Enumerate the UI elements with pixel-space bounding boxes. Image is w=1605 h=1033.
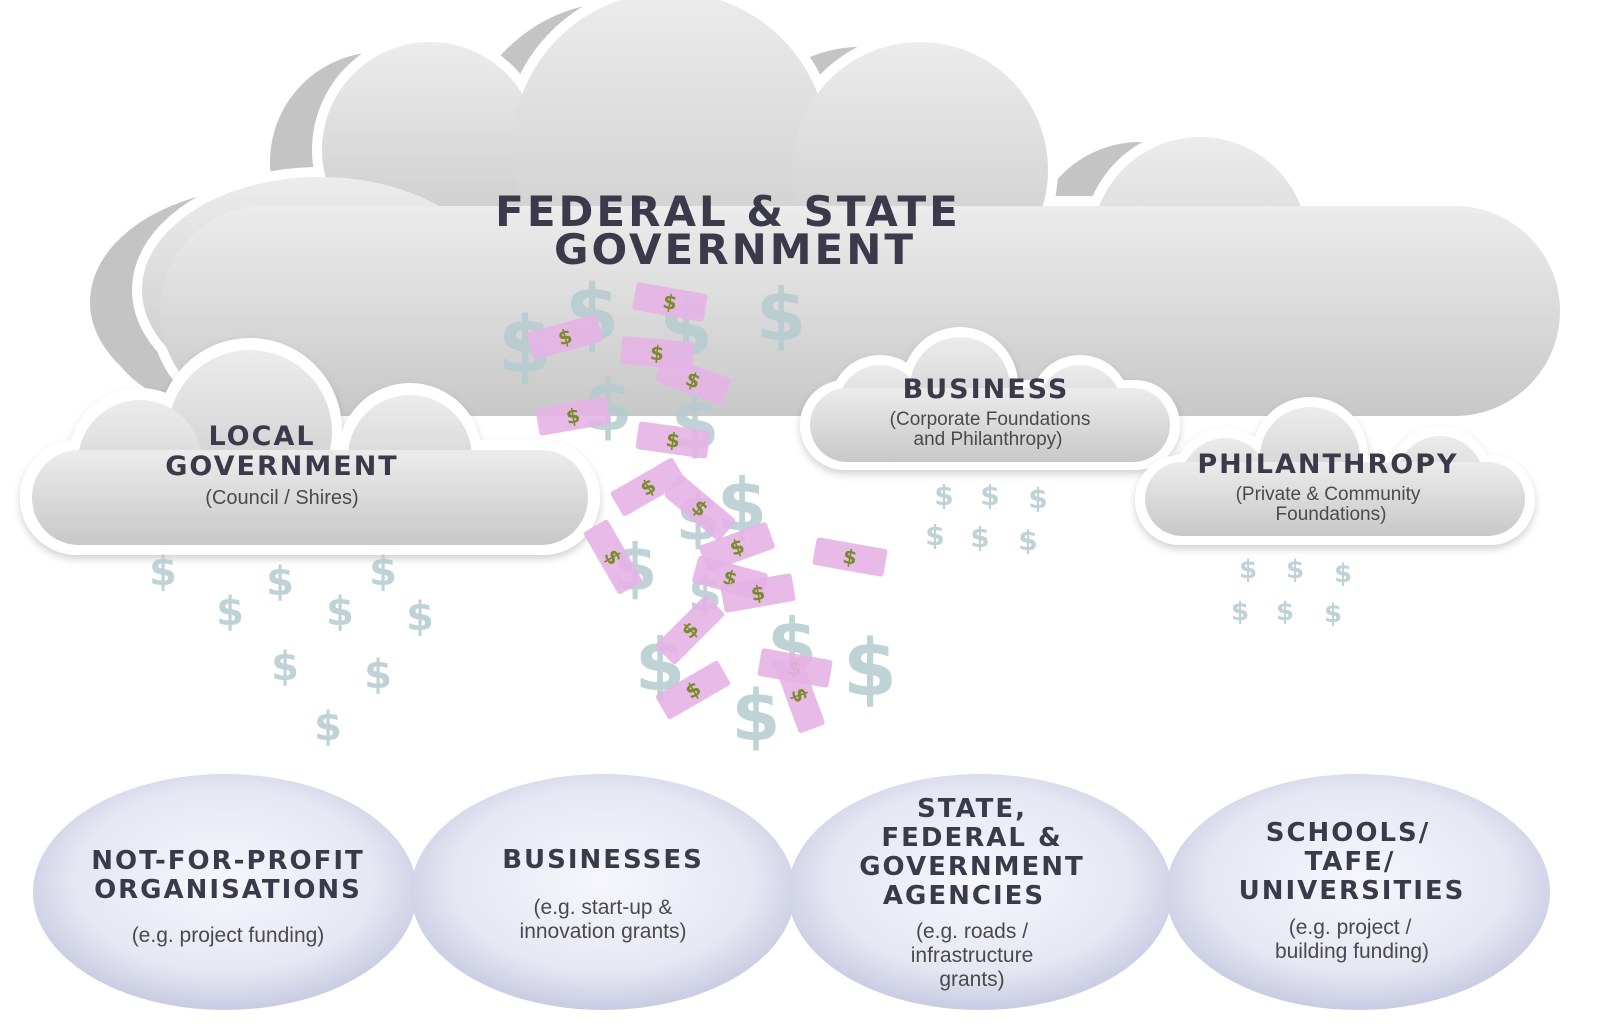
banknote-icon: $ <box>655 660 731 720</box>
recipient-title: TAFE/ <box>1305 847 1396 877</box>
banknote-icon: $ <box>610 457 686 517</box>
dollar-sign-icon: $ <box>149 549 177 595</box>
banknote-icon: $ <box>527 314 603 360</box>
local-government-cloud <box>20 338 600 555</box>
recipient-example: infrastructure <box>911 944 1034 967</box>
recipient-businesses: BUSINESSES (e.g. start-up & innovation g… <box>502 845 704 943</box>
svg-text:$: $ <box>564 403 582 429</box>
dollar-sign-icon: $ <box>406 594 434 640</box>
dollar-sign-icon: $ <box>1334 559 1352 589</box>
dollar-sign-icon: $ <box>732 675 781 757</box>
banknote-icon: $ <box>535 396 611 436</box>
banknote-icon: $ <box>664 475 736 541</box>
svg-text:$: $ <box>664 427 681 453</box>
recipient-example: (e.g. start-up & <box>534 896 673 919</box>
recipient-schools: SCHOOLS/ TAFE/ UNIVERSITIES (e.g. projec… <box>1239 818 1466 963</box>
dollar-sign-icon: $ <box>980 479 999 512</box>
dollar-sign-icon: $ <box>216 589 244 635</box>
dollar-sign-icon: $ <box>756 273 806 357</box>
banknote-icon: $ <box>655 355 731 405</box>
recipient-bubble-not-for-profit <box>33 774 417 1010</box>
dollar-sign-icon: $ <box>1239 555 1257 585</box>
dollar-sign-icon: $ <box>1231 597 1249 627</box>
svg-text:$: $ <box>555 324 575 351</box>
dollar-sign-icon: $ <box>1286 555 1304 585</box>
recipient-example: grants) <box>939 968 1004 991</box>
dollar-sign-icon: $ <box>266 559 294 605</box>
banknote-icon: $ <box>775 657 825 733</box>
banknote-icon: $ <box>699 522 775 572</box>
dollar-sign-icon: $ <box>271 644 299 690</box>
dollar-sign-icon: $ <box>364 652 392 698</box>
dollar-sign-icon: $ <box>369 549 397 595</box>
recipient-title: SCHOOLS/ <box>1266 818 1431 848</box>
dollar-sign-icon: $ <box>934 479 953 512</box>
business-subtitle-line1: (Corporate Foundations <box>890 409 1091 430</box>
svg-text:$: $ <box>661 289 679 315</box>
banknote-icon: $ <box>632 282 708 322</box>
dollar-sign-icon: $ <box>1018 524 1037 557</box>
banknote-rain: $$$$$$$$$$$$$$$$$ <box>527 282 888 733</box>
recipient-bubble-schools <box>1166 774 1550 1010</box>
recipient-example: (e.g. roads / <box>916 920 1028 943</box>
business-title: BUSINESS <box>903 374 1070 405</box>
banknote-icon: $ <box>812 537 888 577</box>
dollar-sign-icon: $ <box>1028 482 1047 515</box>
dollar-sign-icon: $ <box>1324 599 1342 629</box>
recipient-example: innovation grants) <box>520 920 687 943</box>
svg-text:$: $ <box>841 544 859 570</box>
dollar-sign-icon: $ <box>925 519 944 552</box>
philanthropy-subtitle-line2: Foundations) <box>1276 504 1387 525</box>
recipient-title: BUSINESSES <box>502 845 704 875</box>
philanthropy-title: PHILANTHROPY <box>1197 449 1458 480</box>
recipient-title: STATE, <box>917 794 1027 824</box>
svg-text:$: $ <box>749 580 767 606</box>
federal-title-line1: FEDERAL & STATE <box>495 187 961 236</box>
dollar-sign-icon: $ <box>843 624 897 714</box>
local-subtitle: (Council / Shires) <box>205 487 358 509</box>
federal-state-cloud <box>90 0 1570 426</box>
recipient-bubbles <box>33 774 1550 1010</box>
dollar-sign-icon: $ <box>970 521 989 554</box>
recipient-title: FEDERAL & <box>881 823 1062 853</box>
dollar-sign-icon: $ <box>326 589 354 635</box>
banknote-icon: $ <box>635 421 711 459</box>
dollar-sign-icon: $ <box>1276 597 1294 627</box>
recipient-bubble-government-agencies <box>788 774 1172 1010</box>
dollar-sign-icon: $ <box>314 704 342 750</box>
recipient-title: ORGANISATIONS <box>94 875 362 905</box>
recipient-title: AGENCIES <box>883 881 1045 911</box>
recipient-title: GOVERNMENT <box>859 852 1085 882</box>
philanthropy-cloud <box>1135 397 1535 545</box>
recipient-not-for-profit: NOT-FOR-PROFIT ORGANISATIONS (e.g. proje… <box>91 846 365 947</box>
recipient-title: NOT-FOR-PROFIT <box>91 846 365 876</box>
recipient-example: (e.g. project funding) <box>132 924 325 947</box>
svg-text:$: $ <box>649 340 665 365</box>
banknote-icon: $ <box>720 573 796 613</box>
business-cloud <box>800 327 1180 470</box>
recipient-government-agencies: STATE, FEDERAL & GOVERNMENT AGENCIES (e.… <box>859 794 1085 991</box>
recipient-example: building funding) <box>1275 940 1429 963</box>
banknote-icon: $ <box>583 519 643 595</box>
local-title-line2: GOVERNMENT <box>165 451 398 482</box>
business-subtitle-line2: and Philanthropy) <box>914 429 1063 450</box>
recipient-title: UNIVERSITIES <box>1239 876 1466 906</box>
local-title-line1: LOCAL <box>208 421 315 452</box>
philanthropy-subtitle-line1: (Private & Community <box>1236 484 1421 505</box>
recipient-example: (e.g. project / <box>1289 916 1412 939</box>
banknote-icon: $ <box>655 595 725 665</box>
federal-title-line2: GOVERNMENT <box>554 225 916 274</box>
recipient-bubble-businesses <box>411 774 795 1010</box>
